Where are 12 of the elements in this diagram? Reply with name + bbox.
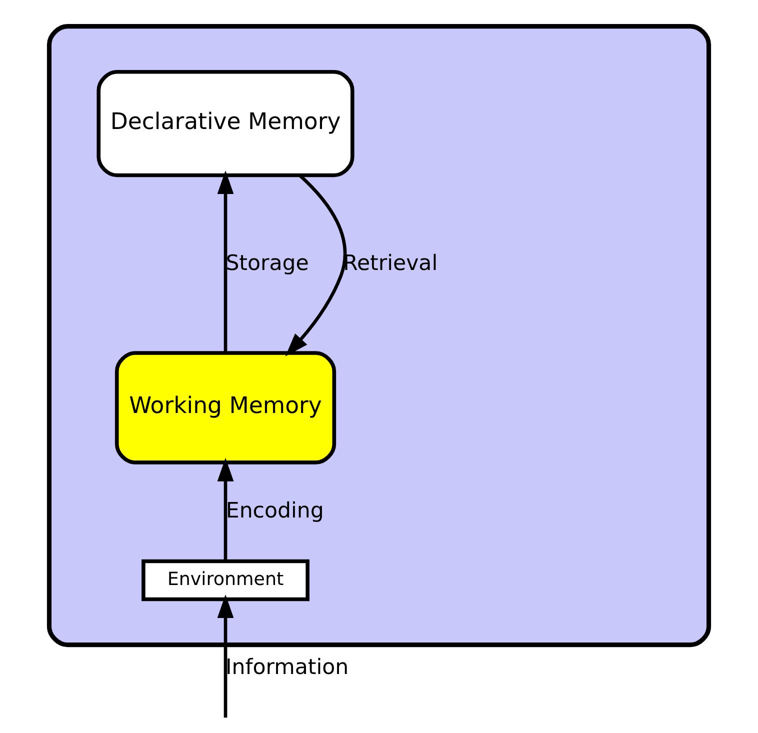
cluster (46, 24, 712, 648)
arrow (217, 594, 234, 718)
node-box: Declarative Memory (96, 70, 354, 178)
arrow (285, 174, 347, 356)
arrow (217, 458, 234, 562)
arrow (217, 170, 234, 353)
edge-label: Encoding (226, 498, 324, 524)
node-box: Environment (142, 559, 310, 602)
edge-label: Retrieval (343, 250, 438, 276)
edge-label: Information (226, 654, 349, 680)
node-box: Working Memory (114, 351, 336, 464)
edge-label: Storage (226, 250, 309, 276)
